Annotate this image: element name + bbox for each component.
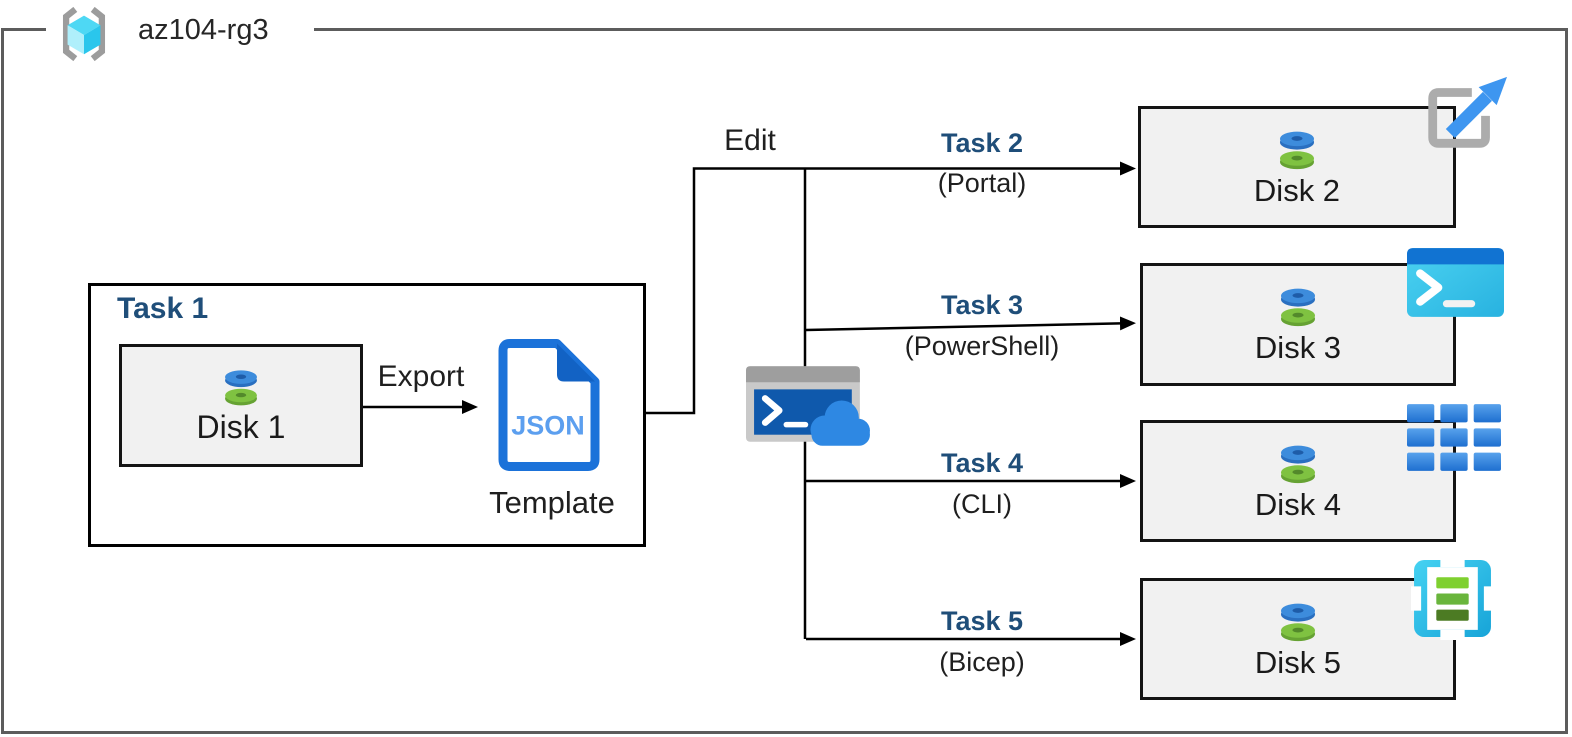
- disk-icon: [225, 370, 257, 406]
- disk5-label: Disk 5: [1254, 644, 1342, 680]
- task1-title: Task 1: [117, 292, 209, 325]
- task4-method: (CLI): [952, 489, 1012, 519]
- disk-icon: [1280, 288, 1316, 327]
- disk-icon: [1280, 445, 1316, 483]
- template-caption: Template: [489, 485, 615, 520]
- json-badge: JSON: [511, 411, 585, 441]
- json-template-icon: JSON: [491, 336, 607, 479]
- disk1-box: Disk 1: [119, 344, 363, 467]
- task5-label: Task 5: [940, 606, 1024, 636]
- task5-method: (Bicep): [939, 647, 1025, 677]
- disk2-label: Disk 2: [1253, 172, 1341, 208]
- disk2-box: Disk 2: [1138, 106, 1456, 228]
- cloud-shell-icon: [745, 365, 878, 455]
- task4-label: Task 4: [940, 448, 1024, 478]
- disk4-box: Disk 4: [1140, 420, 1456, 542]
- task2-label: Task 2: [940, 128, 1024, 158]
- azure-cli-icon: [1407, 404, 1501, 476]
- disk-icon: [1280, 603, 1316, 641]
- resource-group-border: [1, 28, 1568, 734]
- resource-group-icon: [53, 5, 115, 68]
- azure-portal-icon: [1414, 69, 1514, 162]
- task2-method: (Portal): [937, 168, 1027, 198]
- border-gap-mask: [46, 26, 314, 35]
- bicep-template-icon: [1411, 557, 1494, 645]
- resource-group-name: az104-rg3: [138, 14, 269, 46]
- disk3-label: Disk 3: [1254, 330, 1342, 366]
- disk4-label: Disk 4: [1254, 486, 1342, 522]
- export-label: Export: [377, 360, 465, 393]
- task3-method: (PowerShell): [904, 331, 1060, 361]
- disk5-box: Disk 5: [1140, 578, 1456, 700]
- task3-label: Task 3: [940, 290, 1024, 320]
- edit-label: Edit: [724, 124, 776, 157]
- disk1-label: Disk 1: [196, 409, 286, 446]
- disk3-box: Disk 3: [1140, 263, 1456, 386]
- powershell-icon: [1407, 248, 1504, 322]
- disk-icon: [1279, 131, 1315, 169]
